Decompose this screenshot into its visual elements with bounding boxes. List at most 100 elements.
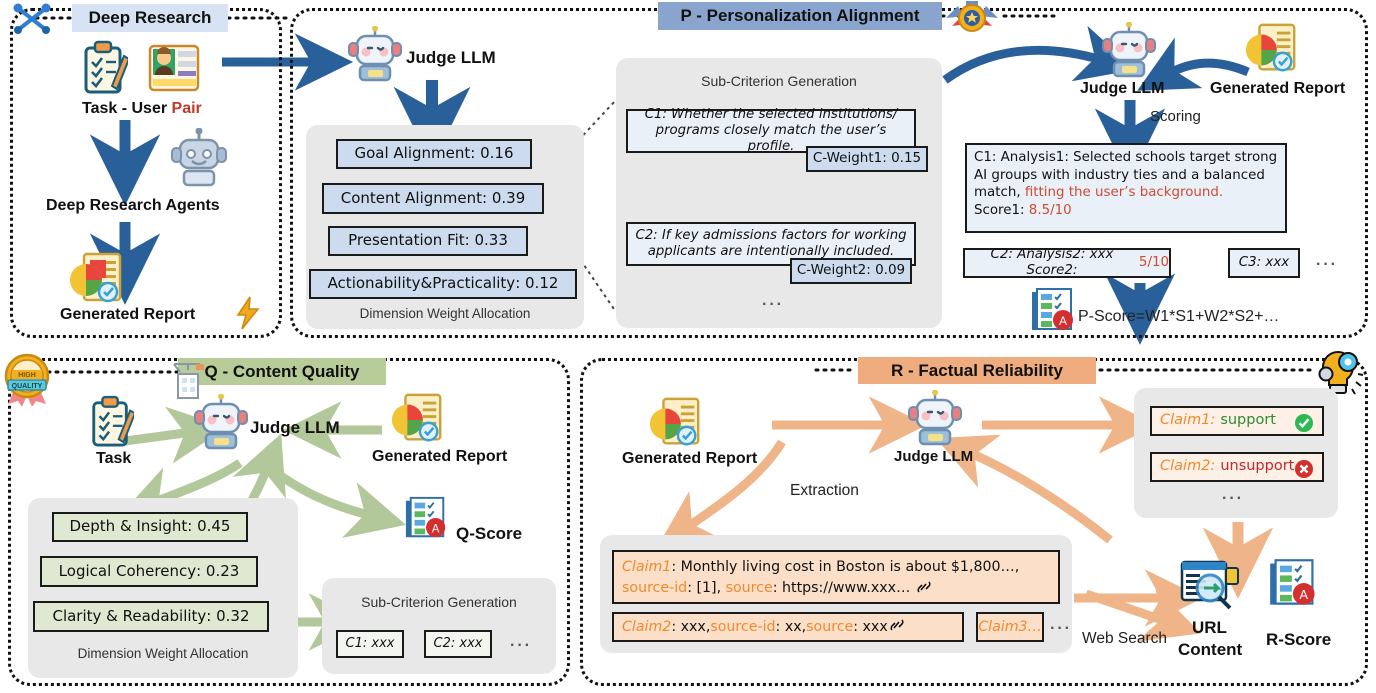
dimension-weight: 0.39	[491, 188, 526, 207]
verdict-claim-label: Claim1:	[1160, 412, 1216, 429]
dimension-box-q-0: Depth & Insight: 0.45	[52, 512, 248, 542]
dimension-name: Actionability&Practicality	[327, 274, 516, 293]
judge-llm-label-p-right: Judge LLM	[1080, 80, 1165, 97]
generated-report-icon-3	[390, 392, 446, 451]
dimension-box-p-2: Presentation Fit: 0.33	[328, 226, 528, 256]
sub-criterion-block-p	[616, 58, 942, 328]
sub-criterion-weight-text: C-Weight1: 0.15	[812, 150, 922, 167]
extraction-label: Extraction	[790, 482, 859, 499]
svg-text:QUALITY: QUALITY	[12, 383, 43, 390]
dimension-box-p-3: Actionability&Practicality: 0.12	[309, 269, 577, 299]
dimension-weight-caption-q: Dimension Weight Allocation	[77, 646, 249, 661]
user-profile-icon	[148, 42, 200, 99]
crane-icon	[168, 358, 210, 405]
score-sheet-icon-q: A	[404, 496, 450, 545]
sub-criterion-text: C1: Whether the selected institutions/ p…	[644, 107, 898, 154]
panel-title-text-p: P - Personalization Alignment	[680, 6, 920, 25]
sub-criterion-weight-text: C-Weight2: 0.09	[796, 262, 906, 279]
score-sheet-icon-r: A	[1268, 558, 1320, 613]
claim2-a: : xxx,	[671, 618, 711, 635]
dimension-name: Content Alignment	[340, 188, 483, 207]
generated-report-label-1: Generated Report	[60, 306, 196, 323]
sub-criterion-text: C1: xxx	[345, 636, 395, 652]
dimension-weight: 0.12	[525, 274, 559, 293]
dimension-box-q-1: Logical Coherency: 0.23	[40, 556, 258, 587]
p-score-formula: P-Score=W1*S1+W2*S2+…	[1078, 308, 1280, 325]
sub-criterion-item-q-0: C1: xxx	[336, 630, 404, 658]
svg-text:A: A	[1059, 314, 1067, 328]
judge-llm-label-q: Judge LLM	[250, 418, 340, 437]
claim1-source-val: : https://www.xxx…	[772, 579, 911, 596]
check-circle-icon	[1294, 413, 1314, 438]
judge-llm-label-r: Judge LLM	[894, 448, 974, 465]
sub-criterion-title-q: Sub-Criterion Generation	[361, 594, 517, 610]
dimension-name: Presentation Fit	[348, 231, 465, 250]
dimension-name: Clarity & Readability	[52, 606, 207, 625]
panel-title-text-q: Q - Content Quality	[204, 361, 360, 381]
deep-research-agents-label: Deep Research Agents	[46, 197, 220, 214]
score-sheet-icon-p: A	[1030, 288, 1078, 337]
claim1-srcid-key: source-id	[622, 579, 688, 596]
sub-criterion-item-p-0: C1: Whether the selected institutions/ p…	[626, 107, 916, 154]
generated-report-label-4: Generated Report	[622, 450, 758, 467]
sub-criterion-block-q	[322, 578, 556, 674]
generated-report-label-3: Generated Report	[372, 448, 508, 465]
clipboard-task-icon-q	[88, 395, 137, 454]
svg-text:HIGH: HIGH	[18, 372, 36, 379]
dimension-name: Depth & Insight	[69, 517, 188, 536]
claim1-source-key: source	[725, 579, 773, 596]
dimension-name: Goal Alignment	[354, 144, 471, 163]
claim2-key: Claim2	[622, 618, 672, 635]
lightning-icon	[234, 296, 262, 335]
panel-title-r: R - Factual Reliability	[858, 357, 1096, 384]
generated-report-icon-2	[1244, 22, 1300, 81]
panel-title-deep-research: Deep Research	[72, 4, 228, 32]
dimension-name: Logical Coherency	[58, 561, 197, 580]
scoring-label-p: Scoring	[1150, 108, 1201, 125]
pair-text: Pair	[171, 100, 202, 117]
claim-box-3: Claim3…	[976, 612, 1044, 642]
panel-title-text: Deep Research	[88, 8, 212, 27]
r-score-label: R-Score	[1266, 630, 1332, 649]
url-content-label-line2: Content	[1178, 640, 1243, 659]
judge-llm-icon-r	[908, 389, 962, 451]
claim2-c: : xxx	[853, 618, 888, 635]
generated-report-icon-1	[68, 252, 126, 311]
judge-llm-icon-p-left	[348, 25, 402, 87]
verdict-claim-label: Claim2:	[1160, 458, 1216, 475]
score1-value: 8.5/10	[1028, 203, 1072, 219]
panel-title-text-r: R - Factual Reliability	[891, 360, 1063, 380]
sub-criterion-ellipsis-p: ···	[762, 296, 784, 313]
claim2-source-key: source	[806, 618, 854, 635]
link-icon	[915, 579, 933, 602]
c2-score-value: 5/10	[1138, 255, 1169, 271]
task-user-pair-label: Task - User Pair	[82, 100, 202, 118]
claim1-srcid-val: : [1],	[687, 579, 726, 596]
task-label-q: Task	[96, 450, 132, 467]
claim1-key: Claim1	[622, 559, 672, 575]
verdict-status-text: support	[1220, 412, 1276, 429]
cross-circle-icon	[1294, 459, 1314, 484]
scissors-icon	[12, 2, 54, 41]
judge-llm-icon-p-right	[1102, 21, 1156, 83]
verdict-box-1: Claim2: unsupport	[1150, 452, 1324, 482]
claim3-text: Claim3…	[978, 618, 1042, 635]
panel-title-p: P - Personalization Alignment	[658, 2, 942, 30]
claim1-text: : Monthly living cost in Boston is about…	[671, 559, 1020, 575]
claim-box-1: Claim1: Monthly living cost in Boston is…	[612, 550, 1060, 604]
sub-criterion-weight-p-1: C-Weight2: 0.09	[790, 258, 912, 284]
scoring-ellipsis-p: ···	[1316, 256, 1338, 273]
dimension-box-q-2: Clarity & Readability: 0.32	[33, 601, 269, 632]
generated-report-label-2: Generated Report	[1210, 80, 1346, 97]
claim-box-2: Claim2: xxx, source-id: xx, source: xxx	[612, 612, 964, 642]
panel-title-q: Q - Content Quality	[178, 358, 386, 385]
c3-text: C3: xxx	[1238, 255, 1290, 271]
judge-llm-icon-q	[194, 393, 248, 455]
analysis-highlight-text: fitting the user’s background.	[1024, 185, 1224, 201]
claim2-b: : xx,	[775, 618, 807, 635]
dimension-box-p-1: Content Alignment: 0.39	[322, 183, 544, 214]
scoring-analysis-box-c1: C1: Analysis1: Selected schools target s…	[965, 143, 1287, 233]
url-content-label-line1: URL	[1192, 618, 1227, 637]
task-user-text: Task - User	[82, 100, 172, 117]
